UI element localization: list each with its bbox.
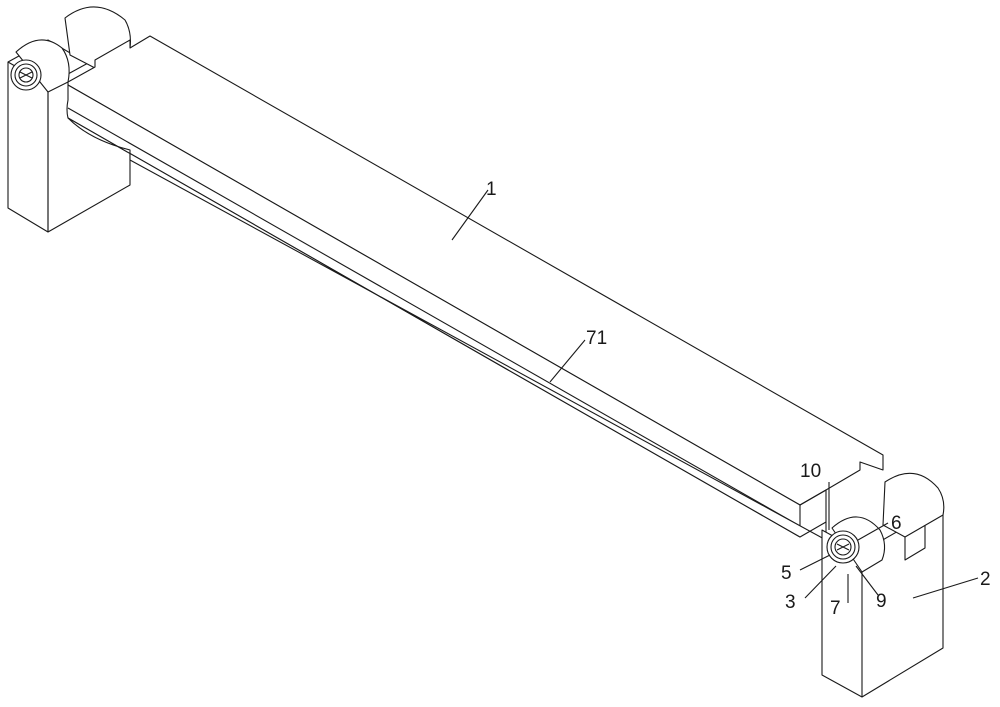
left-knob <box>11 60 41 90</box>
label-2: 2 <box>980 569 991 590</box>
label-6: 6 <box>891 513 902 534</box>
beam <box>67 36 883 540</box>
label-1: 1 <box>486 179 497 200</box>
label-3: 3 <box>785 592 796 613</box>
label-9: 9 <box>876 591 887 612</box>
right-knob <box>827 531 859 563</box>
label-5: 5 <box>781 563 792 584</box>
right-bracket <box>822 473 944 697</box>
label-71: 71 <box>586 328 607 349</box>
label-7: 7 <box>830 598 841 619</box>
label-10: 10 <box>800 461 821 482</box>
